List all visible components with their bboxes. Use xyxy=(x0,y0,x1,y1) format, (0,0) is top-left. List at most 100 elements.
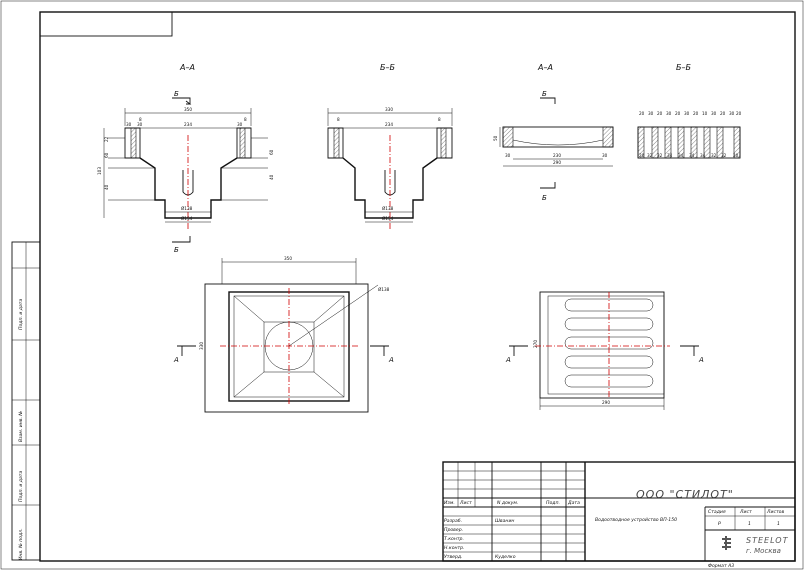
row-razrab: Разраб. xyxy=(444,518,462,524)
dim-34-d: 34 xyxy=(700,153,706,158)
dim-34-c: 34 xyxy=(689,153,695,158)
dim-50: 50 xyxy=(493,135,498,141)
stamp-zam-inv: Взам. инв. № xyxy=(18,411,24,442)
dim-8-left-b: 8 xyxy=(139,117,142,122)
stamp-sign-date-2: Подп. и дата xyxy=(18,299,24,330)
dim-30-bb-e: 30 xyxy=(729,111,735,116)
section-aa-left: 350 234 30 30 30 8 8 103 60 40 22 60 40 … xyxy=(97,90,274,254)
val-stadia: Р xyxy=(718,521,721,527)
steelot-logo-icon xyxy=(722,536,731,550)
stamp-inv-orig: Инв. № подл. xyxy=(18,528,24,560)
marker-b-right-top: Б xyxy=(542,90,547,98)
marker-a-left: А xyxy=(173,356,179,364)
logo-steelot: STEELOT xyxy=(746,536,789,545)
marker-b-bottom: Б xyxy=(174,246,179,254)
section-title-aa-right: А–А xyxy=(537,63,553,72)
dim-20-bb-c: 20 xyxy=(675,111,681,116)
dim-34-b: 34 xyxy=(678,153,684,158)
dim-32-c: 32 xyxy=(711,153,717,158)
hdr-podp: Подп. xyxy=(546,500,560,506)
dim-20-bb-a: 20 xyxy=(639,111,645,116)
dim-270: 270 xyxy=(533,340,538,348)
hdr-list: Лист xyxy=(459,500,472,506)
plan-view-grate: 270 290 А А xyxy=(505,291,704,410)
marker-b-right-bottom: Б xyxy=(542,194,547,202)
dim-290-plan: 290 xyxy=(602,400,610,405)
section-title-aa-left: А–А xyxy=(179,63,195,72)
dim-40-left: 40 xyxy=(104,184,109,190)
dim-20-bb-h: 20 xyxy=(733,153,739,158)
dim-30-bb-c: 30 xyxy=(684,111,690,116)
dim-290-section: 290 xyxy=(553,160,561,165)
dim-30-bb-d: 30 xyxy=(711,111,717,116)
section-aa-right: Б 50 30 30 230 290 Б xyxy=(493,90,614,202)
marker-b-top: Б xyxy=(174,90,179,98)
dim-22-left: 22 xyxy=(104,136,109,142)
stamp-sign-date: Подп. и дата xyxy=(18,471,24,502)
dim-30-c: 30 xyxy=(237,122,243,127)
val-sheet: 1 xyxy=(748,521,751,527)
dim-30-b: 30 xyxy=(137,122,143,127)
dim-20-bb-e: 20 xyxy=(720,111,726,116)
dim-dia138-plan: Ø138 xyxy=(378,287,390,292)
side-stamp: Инв. № подл. Подп. и дата Взам. инв. № П… xyxy=(11,241,41,561)
dim-34-a: 34 xyxy=(667,153,673,158)
dim-40-right: 40 xyxy=(269,174,274,180)
dim-30-grate-a: 30 xyxy=(505,153,511,158)
dim-60-left: 60 xyxy=(104,152,109,158)
row-utverd-name: Куделко xyxy=(495,554,516,560)
dim-234-bb: 234 xyxy=(385,122,393,127)
marker-a-right: А xyxy=(388,356,394,364)
dim-60-right: 60 xyxy=(269,149,274,155)
product-name: Водоотводное устройство ВП-150 xyxy=(595,517,677,523)
dim-330: 330 xyxy=(385,107,393,112)
dim-330-plan: 330 xyxy=(199,342,204,350)
section-bb-left: 330 234 8 8 Ø138 Ø154 xyxy=(327,107,453,230)
marker-a-grate-left: А xyxy=(505,356,511,364)
row-prover: Провер. xyxy=(444,527,463,533)
hdr-sheet: Лист xyxy=(739,509,752,515)
hdr-sheets: Листов xyxy=(766,509,784,515)
dim-20-bb-g: 20 xyxy=(639,153,645,158)
dim-230: 230 xyxy=(553,153,561,158)
dim-30-bb-a: 30 xyxy=(648,111,654,116)
dim-350-left: 350 xyxy=(184,107,192,112)
dim-d154-left: Ø154 xyxy=(181,216,193,221)
dim-10-bb: 10 xyxy=(702,111,708,116)
sheet-format: Формат А3 xyxy=(708,563,734,569)
dim-103: 103 xyxy=(97,167,102,175)
dim-8-bb-a: 8 xyxy=(337,117,340,122)
dim-8-bb-b: 8 xyxy=(438,117,441,122)
dim-32-b: 32 xyxy=(657,153,663,158)
dim-350-plan: 350 xyxy=(284,256,292,261)
section-bb-right: 20 30 20 30 20 30 20 10 30 20 30 20 20 3… xyxy=(637,111,742,159)
plan-view-body: 350 Ø138 330 А А xyxy=(173,256,394,413)
hdr-stadia: Стадия xyxy=(708,509,726,515)
dim-d154-bb: Ø154 xyxy=(382,216,394,221)
dim-30-a: 30 xyxy=(126,122,132,127)
dim-d138-left: Ø138 xyxy=(181,206,193,211)
hdr-data: Дата xyxy=(567,500,580,506)
dim-8-left: 8 xyxy=(244,117,247,122)
dim-d138-bb: Ø138 xyxy=(382,206,394,211)
dim-20-bb-f: 20 xyxy=(736,111,742,116)
hdr-izm: Изм. xyxy=(444,500,455,506)
row-razrab-name: Шванин xyxy=(495,518,514,524)
row-nkontr: Н.контр. xyxy=(444,545,465,551)
marker-a-grate-right: А xyxy=(698,356,704,364)
dim-234-left: 234 xyxy=(184,122,192,127)
section-title-bb-left: Б–Б xyxy=(380,63,395,72)
dim-30-bb-b: 30 xyxy=(666,111,672,116)
logo-city: г. Москва xyxy=(746,547,781,555)
section-title-bb-right: Б–Б xyxy=(676,63,691,72)
row-utverd: Утверд. xyxy=(444,554,463,560)
dim-20-bb-d: 20 xyxy=(693,111,699,116)
company-name: ООО "СТИЛОТ" xyxy=(636,488,734,501)
dim-32-a: 32 xyxy=(647,153,653,158)
title-block: ООО "СТИЛОТ" Водоотводное устройство ВП-… xyxy=(442,461,796,569)
row-tkontr: Т.контр. xyxy=(444,536,464,542)
hdr-doc: N докум. xyxy=(497,500,518,506)
